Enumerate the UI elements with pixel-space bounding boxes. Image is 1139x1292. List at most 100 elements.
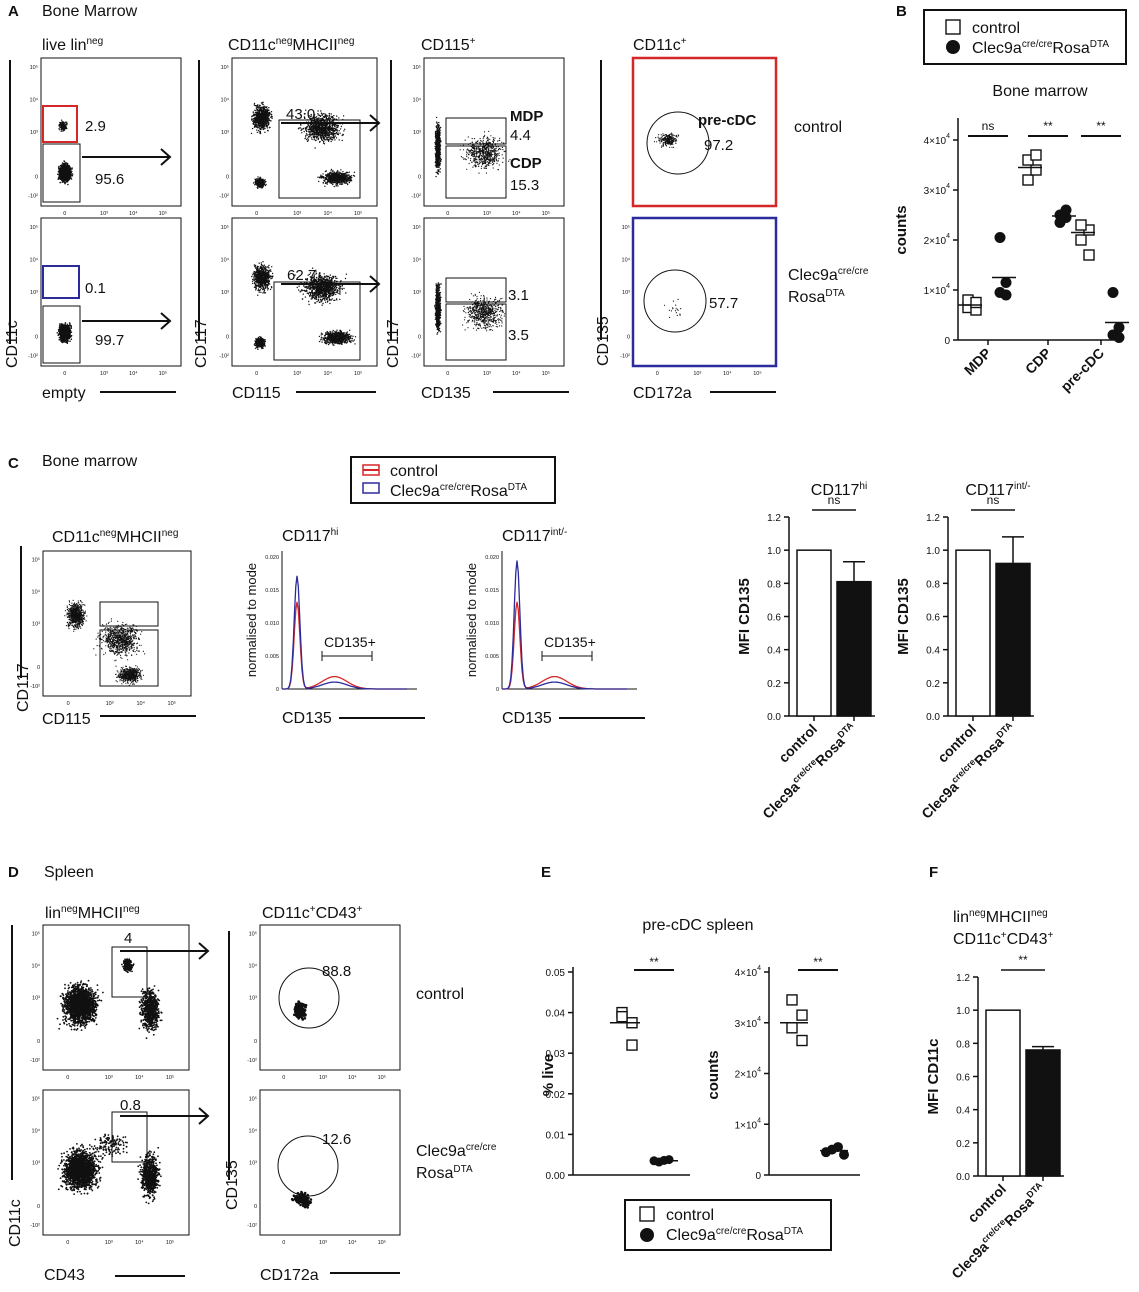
event-dot [297, 128, 300, 130]
event-dot [63, 126, 66, 129]
event-dot [260, 115, 262, 118]
event-dot [260, 291, 262, 293]
event-dot [260, 184, 262, 187]
event-dot [69, 168, 72, 170]
event-dot [339, 177, 341, 179]
event-dot [269, 288, 272, 291]
event-dot [321, 117, 324, 119]
event-dot [269, 113, 272, 115]
event-dot [67, 168, 69, 171]
event-dot [317, 176, 319, 178]
event-dot [64, 327, 67, 329]
event-dot [265, 183, 267, 186]
event-dot [70, 338, 73, 341]
event-dot [308, 136, 310, 138]
event-dot [324, 135, 326, 137]
event-dot [66, 164, 69, 166]
event-dot [341, 134, 343, 137]
y-tick-label: 10³ [30, 130, 38, 136]
event-dot [256, 116, 258, 118]
event-dot [64, 322, 67, 325]
event-dot [265, 119, 268, 121]
event-dot [318, 180, 320, 183]
event-dot [347, 180, 349, 182]
event-dot [69, 332, 71, 334]
event-dot [262, 115, 264, 118]
event-dot [326, 174, 328, 177]
event-dot [328, 132, 330, 135]
flow-plot-a1-control [40, 57, 182, 207]
event-dot [324, 185, 326, 187]
event-dot [259, 289, 262, 291]
event-dot [59, 167, 62, 170]
event-dot [58, 336, 61, 339]
event-dot [66, 323, 69, 326]
event-dot [330, 168, 333, 171]
event-dot [60, 339, 63, 342]
event-dot [323, 180, 326, 182]
event-dot [60, 330, 62, 333]
event-dot [250, 132, 253, 135]
event-dot [66, 336, 69, 339]
event-dot [335, 185, 338, 187]
event-dot [320, 124, 322, 126]
event-dot [312, 128, 315, 130]
event-dot [71, 174, 74, 177]
event-dot [262, 101, 264, 104]
event-dot [62, 323, 64, 326]
event-dot [343, 130, 345, 132]
y-tick-label: 10³ [221, 290, 229, 296]
event-dot [259, 178, 261, 180]
event-dot [256, 111, 259, 113]
x-tick-label: 0 [63, 211, 66, 217]
gate-arrow [82, 148, 172, 166]
text-span: CD11c [228, 37, 276, 54]
event-dot [257, 107, 260, 109]
event-dot [335, 180, 337, 183]
event-dot [64, 325, 66, 327]
event-dot [300, 124, 302, 126]
event-dot [315, 116, 318, 118]
event-dot [66, 331, 69, 334]
event-dot [342, 179, 344, 182]
event-dot [328, 139, 330, 141]
event-dot [350, 179, 352, 182]
event-dot [255, 123, 258, 126]
event-dot [260, 179, 262, 181]
event-dot [332, 120, 335, 122]
event-dot [263, 109, 266, 111]
event-dot [346, 171, 348, 174]
event-dot [338, 177, 340, 179]
event-dot [252, 123, 255, 125]
event-dot [330, 127, 333, 129]
event-dot [266, 111, 269, 113]
event-dot [301, 132, 303, 134]
event-dot [342, 134, 345, 136]
event-dot [332, 175, 334, 177]
event-dot [320, 127, 322, 129]
event-dot [265, 123, 267, 126]
event-dot [262, 119, 264, 122]
event-dot [327, 181, 329, 183]
panel-letter-a: A [8, 3, 19, 20]
event-dot [264, 131, 266, 133]
y-tick-label: 10³ [30, 290, 38, 296]
scatter-a1-ko-main [56, 322, 73, 345]
event-dot [61, 336, 64, 339]
event-dot [324, 113, 326, 115]
event-dot [322, 113, 325, 115]
event-dot [338, 117, 340, 119]
event-dot [319, 131, 321, 134]
event-dot [63, 128, 65, 130]
event-dot [348, 171, 350, 173]
event-dot [70, 325, 73, 327]
event-dot [321, 112, 323, 115]
event-dot [63, 169, 66, 172]
gate-value: 2.9 [85, 118, 106, 135]
event-dot [264, 125, 266, 127]
event-dot [267, 117, 269, 120]
event-dot [330, 174, 333, 176]
gate-value: 0.1 [85, 280, 106, 297]
event-dot [251, 280, 254, 282]
